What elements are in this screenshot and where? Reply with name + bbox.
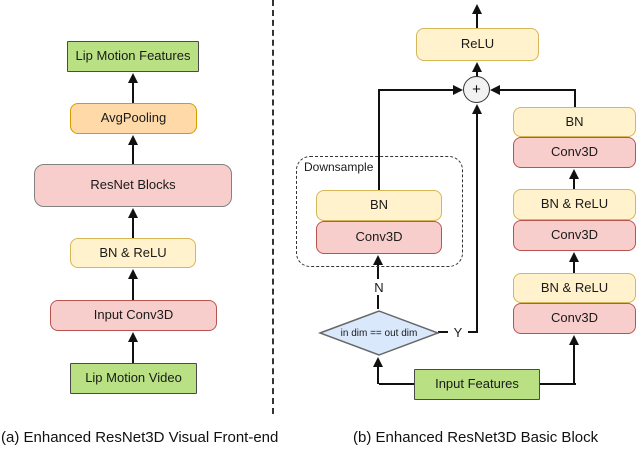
node-avg-pooling: AvgPooling: [70, 103, 197, 134]
node-mainpath-conv3d-3: Conv3D: [513, 137, 636, 168]
arrow-shaft: [132, 279, 134, 300]
arrowhead-up-icon: [472, 62, 482, 72]
caption-panel-a: (a) Enhanced ResNet3D Visual Front-end: [1, 429, 279, 446]
arrow-avgpool-to-features: [128, 73, 138, 103]
decision-diamond: in dim == out dim: [318, 309, 440, 357]
arrowhead-up-icon: [569, 169, 579, 179]
arrowhead-up-icon: [128, 332, 138, 342]
decision-label: in dim == out dim: [340, 327, 418, 339]
arrow-shaft: [573, 179, 575, 189]
arrow-plus-to-relu: [472, 62, 482, 77]
node-mainpath-conv3d-2: Conv3D: [513, 220, 636, 251]
arrowhead-up-icon: [128, 73, 138, 83]
node-mainpath-bn: BN: [513, 107, 636, 137]
arrow-shaft: [377, 367, 379, 384]
branch-label-yes: Y: [448, 324, 468, 340]
node-lip-motion-features: Lip Motion Features: [67, 41, 199, 72]
arrowhead-up-icon: [569, 335, 579, 345]
arrow-downsample-to-plus: [379, 85, 463, 95]
connector-mainpath-up: [574, 89, 576, 107]
arrowhead-left-icon: [490, 85, 500, 95]
arrow-shaft: [132, 342, 134, 363]
arrowhead-up-icon: [569, 252, 579, 262]
arrowhead-up-icon: [373, 357, 383, 367]
downsample-group: Downsample: [296, 156, 463, 267]
node-lip-motion-video: Lip Motion Video: [70, 363, 197, 394]
arrowhead-right-icon: [453, 85, 463, 95]
node-bn-relu: BN & ReLU: [70, 238, 196, 268]
arrow-input-to-diamond: [373, 357, 383, 384]
node-downsample-bn: BN: [316, 190, 442, 221]
node-resnet-blocks: ResNet Blocks: [34, 164, 232, 207]
arrowhead-up-icon: [472, 104, 482, 114]
node-relu-output: ReLU: [416, 28, 539, 61]
arrow-mainpath-seg2: [569, 169, 579, 189]
arrow-yes-to-plus: [472, 104, 482, 332]
arrow-mainpath-to-plus: [490, 85, 576, 95]
node-mainpath-bnrelu-1: BN & ReLU: [513, 273, 636, 303]
arrowhead-up-icon: [373, 255, 383, 265]
node-mainpath-conv3d-1: Conv3D: [513, 303, 636, 334]
panel-divider: [272, 0, 274, 414]
sum-node: +: [463, 76, 490, 103]
arrow-shaft: [476, 72, 478, 77]
arrow-bnrelu-to-resnet: [128, 208, 138, 238]
arrowhead-up-icon: [472, 4, 482, 14]
connector-input-right: [539, 383, 576, 385]
arrow-shaft: [132, 145, 134, 164]
arrow-mainpath-seg1: [569, 252, 579, 273]
arrow-shaft: [573, 345, 575, 383]
branch-label-no: N: [369, 279, 389, 295]
arrow-input-to-mainpath: [569, 335, 579, 383]
arrow-resnet-to-avgpool: [128, 135, 138, 164]
arrow-shaft: [132, 83, 134, 103]
arrowhead-up-icon: [128, 135, 138, 145]
connector-downsample-up: [378, 89, 380, 190]
downsample-label: Downsample: [304, 160, 374, 174]
arrow-video-to-conv: [128, 332, 138, 363]
arrow-conv-to-bnrelu: [128, 269, 138, 300]
node-mainpath-bnrelu-2: BN & ReLU: [513, 189, 636, 220]
node-input-conv3d: Input Conv3D: [50, 300, 217, 331]
node-input-features: Input Features: [414, 369, 540, 400]
arrow-shaft: [379, 89, 453, 91]
arrow-shaft: [500, 89, 576, 91]
arrowhead-up-icon: [128, 269, 138, 279]
arrow-relu-output: [472, 4, 482, 28]
arrow-shaft: [132, 218, 134, 238]
node-downsample-conv3d: Conv3D: [316, 221, 442, 254]
diamond-shape-icon: [318, 310, 440, 356]
arrow-shaft: [573, 262, 575, 273]
connector-input-left: [379, 383, 415, 385]
arrowhead-up-icon: [128, 208, 138, 218]
arrow-shaft: [476, 14, 478, 28]
caption-panel-b: (b) Enhanced ResNet3D Basic Block: [353, 429, 599, 446]
arrow-shaft: [476, 114, 478, 332]
